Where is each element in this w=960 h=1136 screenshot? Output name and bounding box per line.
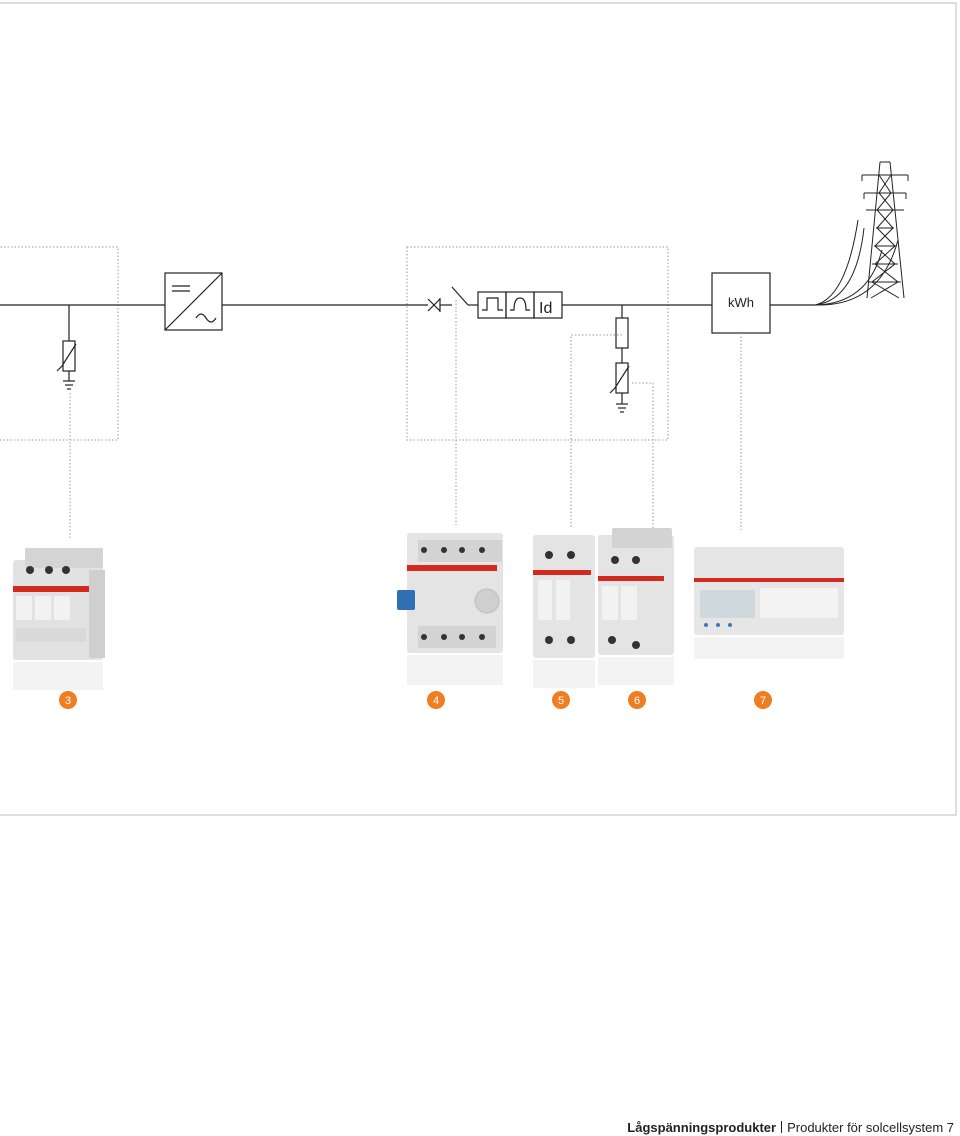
product-fuse-holder bbox=[533, 535, 595, 688]
badge-3: 3 bbox=[59, 691, 77, 709]
meter-label: kWh bbox=[728, 295, 754, 310]
badge-7-label: 7 bbox=[760, 695, 766, 707]
badge-4-label: 4 bbox=[433, 695, 439, 707]
inverter-symbol bbox=[164, 272, 223, 331]
power-tower-icon bbox=[861, 161, 909, 299]
badge-6: 6 bbox=[628, 691, 646, 709]
product-surge-protector-dc bbox=[13, 548, 105, 690]
badge-6-label: 6 bbox=[634, 695, 640, 707]
badge-5: 5 bbox=[552, 691, 570, 709]
footer-section: Lågspänningsprodukter bbox=[627, 1120, 777, 1135]
surge-protector-dc-symbol bbox=[56, 305, 77, 390]
footer-divider bbox=[781, 1121, 783, 1133]
fuse-surge-ac-symbol bbox=[609, 305, 630, 413]
diagram-frame bbox=[0, 2, 957, 816]
product-surge-protector-ac bbox=[598, 528, 674, 685]
ac-protection-box bbox=[406, 246, 669, 441]
badge-4: 4 bbox=[427, 691, 445, 709]
badge-7: 7 bbox=[754, 691, 772, 709]
breaker-rcd-symbol bbox=[427, 286, 563, 319]
grid-connection-lines bbox=[814, 219, 899, 306]
product-rcd bbox=[397, 533, 503, 685]
leader-lines bbox=[69, 300, 742, 538]
page-footer: Lågspänningsprodukter Produkter för solce… bbox=[627, 1120, 954, 1135]
product-energy-meter bbox=[694, 547, 844, 659]
rcd-label: Id bbox=[539, 300, 552, 317]
footer-title: Produkter för solcellsystem 7 bbox=[787, 1120, 954, 1135]
dc-protection-box bbox=[0, 246, 119, 441]
badge-5-label: 5 bbox=[558, 695, 564, 707]
badge-3-label: 3 bbox=[65, 695, 71, 707]
energy-meter-symbol bbox=[711, 272, 771, 334]
